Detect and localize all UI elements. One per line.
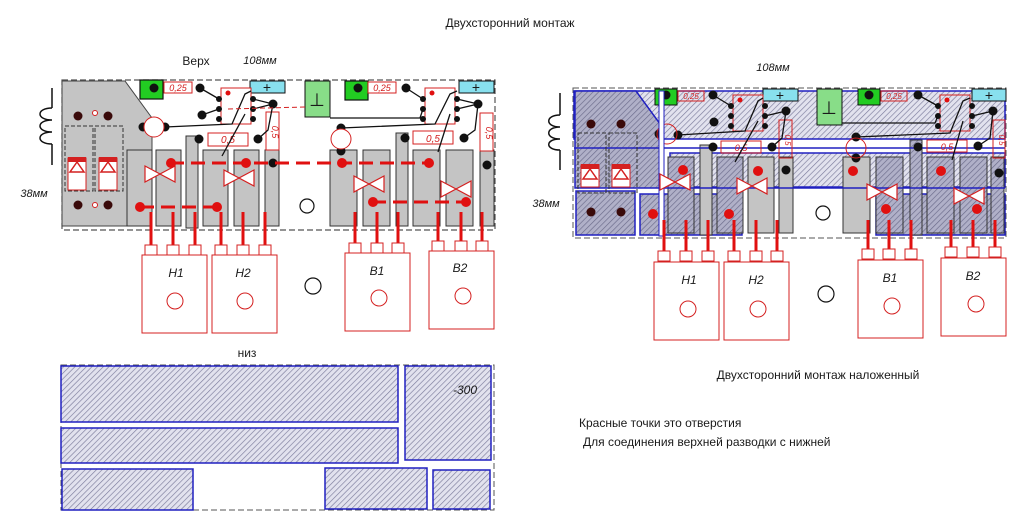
overlay-width-label: 108мм [756, 62, 790, 74]
svg-text:0,25: 0,25 [886, 92, 902, 101]
connector-b2: В2 [428, 250, 495, 330]
bottom-trace [60, 365, 399, 423]
svg-text:0,5: 0,5 [783, 134, 792, 146]
triac-symbols [144, 165, 472, 198]
connector-b1: В1 [344, 252, 411, 332]
plus-icon: + [472, 79, 480, 95]
capacitor-1 [143, 116, 165, 138]
ground-terminal [304, 80, 331, 118]
svg-text:Н2: Н2 [748, 273, 764, 287]
mounting-hole [299, 198, 315, 214]
note-connection: Для соединения верхней разводки с нижней [583, 435, 831, 449]
svg-text:Н2: Н2 [235, 266, 251, 280]
svg-text:0,25: 0,25 [169, 83, 188, 93]
svg-text:0,5: 0,5 [997, 134, 1006, 146]
overlay-height-label: 38мм [532, 198, 560, 210]
mounting-hole [304, 277, 322, 295]
connector-h2: Н2 [211, 254, 278, 334]
svg-text:0,25: 0,25 [683, 92, 699, 101]
svg-text:Н1: Н1 [681, 273, 696, 287]
svg-text:В1: В1 [883, 271, 898, 285]
svg-text:0,5: 0,5 [270, 126, 280, 140]
page-title: Двухсторонний монтаж [445, 16, 574, 30]
svg-text:0,5: 0,5 [735, 143, 749, 153]
top-width-label: 108мм [243, 55, 277, 67]
plus-icon: + [776, 87, 784, 103]
bottom-view-label: низ [238, 346, 257, 360]
svg-text:В2: В2 [453, 261, 468, 275]
connector-h1: Н1 [141, 254, 208, 334]
overlay-connector-b1: В1 [857, 259, 924, 339]
zener-diodes [64, 110, 124, 210]
ground-icon: ⊥ [821, 98, 837, 118]
top-height-label: 38мм [20, 188, 48, 200]
top-view-label: Верх [182, 54, 209, 68]
mounting-hole [815, 205, 831, 221]
inductor-icon [548, 93, 561, 170]
top-view: Верх 108мм 38мм [20, 54, 496, 334]
plus-terminal-2 [458, 80, 495, 94]
pad-value-label: -300 [453, 383, 477, 397]
mounting-hole [817, 285, 835, 303]
plus-icon: + [263, 79, 271, 95]
bottom-trace [324, 467, 428, 510]
svg-text:0,5: 0,5 [941, 142, 955, 152]
svg-text:В2: В2 [966, 269, 981, 283]
inductor-icon [39, 88, 53, 165]
svg-text:0,5: 0,5 [221, 135, 235, 146]
svg-text:0,5: 0,5 [484, 127, 494, 141]
plus-terminal-1 [249, 80, 286, 94]
bottom-trace [60, 427, 399, 464]
bottom-pad-large [404, 365, 492, 461]
svg-text:Н1: Н1 [168, 266, 183, 280]
svg-text:0,25: 0,25 [373, 83, 392, 93]
plus-icon: + [985, 87, 993, 103]
svg-text:В1: В1 [370, 264, 385, 278]
overlay-connector-h2: Н2 [723, 261, 790, 341]
capacitor-2 [330, 128, 352, 150]
overlay-connector-b2: В2 [940, 257, 1007, 337]
bottom-view: низ -300 [60, 346, 495, 511]
overlay-caption: Двухсторонний монтаж наложенный [717, 368, 920, 382]
note-holes: Красные точки это отверстия [579, 416, 741, 430]
overlay-connector-h1: Н1 [653, 261, 720, 341]
resistors-overlay: 0,25 0,5 0,5 0,25 0,5 0,5 [677, 90, 1006, 159]
bottom-trace [61, 468, 194, 511]
overlay-view: 108мм 38мм [532, 62, 1007, 382]
ground-icon: ⊥ [309, 90, 325, 110]
svg-text:0,5: 0,5 [426, 134, 440, 145]
bottom-trace [432, 469, 491, 510]
